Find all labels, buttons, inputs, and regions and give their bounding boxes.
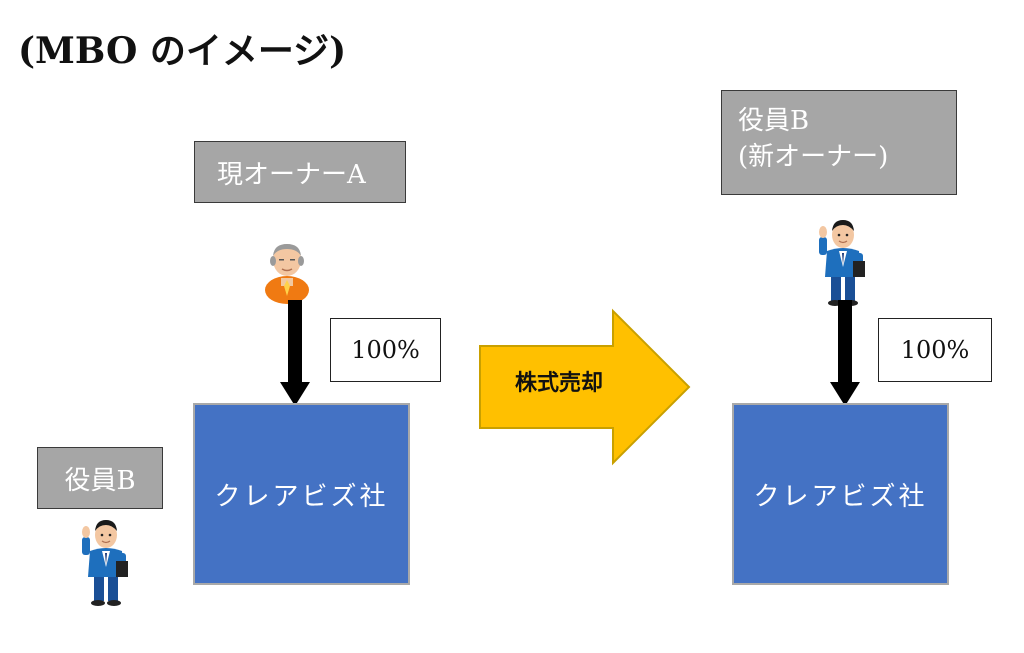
elderly-man-icon xyxy=(265,244,309,304)
right-percent-box: 100% xyxy=(878,318,992,382)
businessman-icon xyxy=(819,220,865,306)
right-percent-label: 100% xyxy=(900,336,970,364)
officer-label-box: 役員B xyxy=(37,447,163,509)
right-company-label: クレアビズ社 xyxy=(753,481,928,512)
right-company-box: クレアビズ社 xyxy=(732,403,949,585)
new-owner-label-line2: (新オーナー) xyxy=(738,142,889,172)
current-owner-label-box: 現オーナーA xyxy=(194,141,406,203)
share-sale-label: 株式売却 xyxy=(515,371,604,396)
left-percent-box: 100% xyxy=(330,318,441,382)
new-owner-label-line1: 役員B xyxy=(738,106,810,136)
left-percent-label: 100% xyxy=(351,336,420,364)
page-title: (MBO のイメージ) xyxy=(18,30,347,72)
businessman-icon xyxy=(82,520,128,606)
new-owner-label-box: 役員B (新オーナー) xyxy=(721,90,957,195)
officer-label: 役員B xyxy=(64,465,136,496)
left-company-label: クレアビズ社 xyxy=(214,481,389,512)
ownership-arrow-left xyxy=(280,300,310,406)
left-company-box: クレアビズ社 xyxy=(193,403,410,585)
share-sale-arrow xyxy=(479,308,691,466)
current-owner-label: 現オーナーA xyxy=(217,159,366,190)
ownership-arrow-right xyxy=(830,300,860,406)
